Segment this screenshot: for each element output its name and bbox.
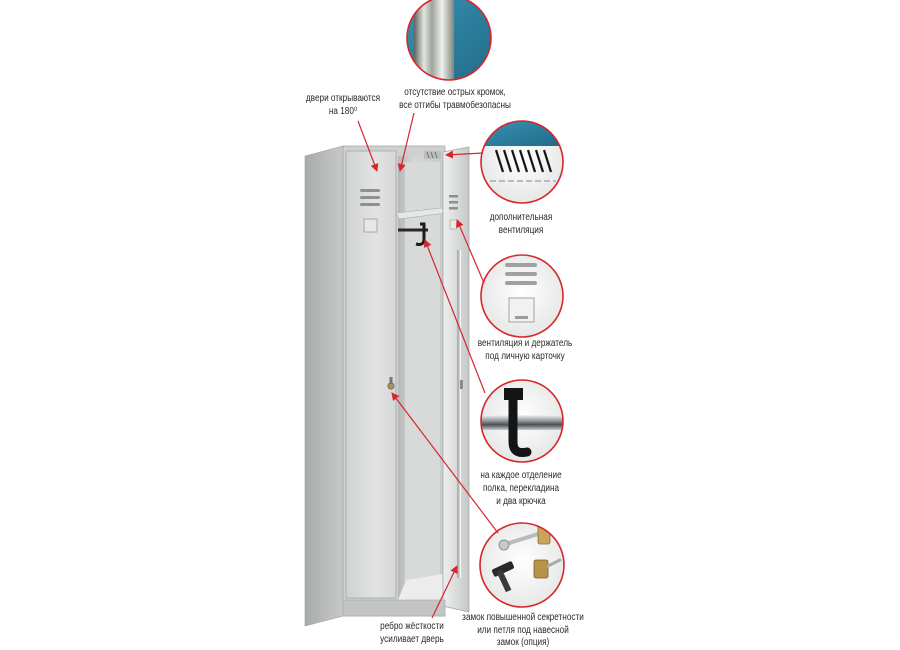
- vent-slot: [505, 281, 537, 285]
- vent-slot: [505, 263, 537, 267]
- top-vent: [424, 151, 441, 159]
- detail-ring: [479, 522, 565, 608]
- callout-line: под личную карточку: [485, 351, 565, 362]
- vent-slots: [494, 149, 553, 173]
- card-slot: [515, 316, 528, 319]
- circle-background: [480, 523, 564, 607]
- vent-slot: [449, 195, 458, 198]
- locker: [304, 145, 470, 627]
- callout-shelf-rod-hooks: на каждое отделение полка, перекладина и…: [480, 469, 561, 508]
- hanger-rod: [481, 415, 563, 430]
- vent-slot: [542, 149, 553, 173]
- compartment-floor: [398, 574, 443, 600]
- pointer-vent-card-holder: [456, 219, 485, 284]
- callout-line: замок (опция): [496, 637, 550, 648]
- detail-ring: [406, 0, 492, 81]
- vent-slot: [510, 149, 521, 173]
- lock-key: [389, 377, 393, 384]
- pointer-stiffener: [431, 565, 458, 619]
- left-door-card-holder: [363, 218, 378, 233]
- pointer-lock: [391, 392, 499, 534]
- lock-key: [546, 558, 562, 568]
- lock-key: [504, 532, 540, 546]
- detail-ring: [480, 254, 564, 338]
- vent-slot: [505, 272, 537, 276]
- callout-extra-ventilation: дополнительная вентиляция: [490, 211, 553, 237]
- detail-edge-circle: [406, 0, 492, 81]
- callout-line: двери открываются: [305, 93, 381, 104]
- vent-slot: [430, 151, 434, 159]
- detail-card-holder-circle: [480, 254, 564, 338]
- circle-background: [481, 255, 563, 337]
- callout-line: все отгибы травмобезопасны: [399, 100, 511, 111]
- callout-line: на каждое отделение: [480, 470, 562, 481]
- vent-slot: [360, 196, 380, 199]
- key-bow: [498, 539, 510, 551]
- pointer-shelf-rod-hooks: [423, 239, 486, 394]
- vent-slot: [434, 151, 438, 159]
- right-door-lock-hole: [460, 380, 463, 389]
- callout-line: отсутствие острых кромок,: [404, 87, 506, 98]
- vent-slot: [360, 189, 380, 192]
- vent-slot: [526, 149, 537, 173]
- detail-lock-circle: [479, 522, 565, 608]
- callout-doors-open: двери открываются на 180⁰: [306, 92, 380, 118]
- callout-line: усиливает дверь: [380, 633, 444, 645]
- pointer-doors-open: [357, 120, 379, 172]
- right-door-card-holder: [449, 219, 458, 230]
- pointer-arrows: [357, 112, 499, 619]
- right-door-open: [442, 146, 470, 613]
- vent-slot: [502, 149, 513, 173]
- vent-slot: [426, 151, 430, 159]
- vent-slot: [494, 149, 505, 173]
- callout-line: замок повышенной секретности: [462, 612, 584, 623]
- callout-line: вентиляция: [498, 225, 544, 236]
- callout-line: дополнительная: [489, 212, 553, 223]
- vent-slot: [449, 207, 458, 210]
- detail-ring: [480, 379, 564, 463]
- folded-edge: [414, 0, 454, 80]
- detail-hook-circle: [480, 379, 564, 463]
- detail-vent-circle: [480, 120, 564, 204]
- locker-hook: [415, 222, 426, 246]
- left-door-lock: [387, 377, 395, 390]
- vent-slot: [449, 201, 458, 204]
- coat-hook: [508, 391, 532, 457]
- callout-lock: замок повышенной секретности или петля п…: [462, 612, 584, 650]
- pointer-no-sharp-edges: [397, 112, 415, 172]
- t-handle-shaft: [496, 569, 512, 593]
- vent-slot: [360, 203, 380, 206]
- right-door-vents: [449, 195, 458, 210]
- left-door-vents: [360, 189, 380, 206]
- locker-base: [342, 599, 446, 617]
- callout-vent-card-holder: вентиляция и держатель под личную карточ…: [478, 337, 573, 363]
- pointer-extra-ventilation: [445, 150, 484, 159]
- callout-line: полка, перекладина: [482, 483, 560, 494]
- vent-slot: [518, 149, 529, 173]
- callout-line: на 180⁰: [328, 106, 358, 117]
- callout-line: ребро жёсткости: [380, 621, 444, 632]
- locker-side-panel: [304, 145, 344, 627]
- callout-line: вентиляция и держатель: [477, 338, 573, 349]
- callout-line: или петля под навесной: [477, 624, 569, 636]
- left-door: [345, 150, 397, 599]
- detail-ring: [480, 120, 564, 204]
- callout-line: и два крючка: [496, 496, 546, 507]
- lock-cylinder: [533, 559, 549, 579]
- callout-no-sharp-edges: отсутствие острых кромок, все отгибы тра…: [399, 86, 511, 112]
- vent-slot: [534, 149, 545, 173]
- callout-stiffener: ребро жёсткости усиливает дверь: [380, 621, 444, 646]
